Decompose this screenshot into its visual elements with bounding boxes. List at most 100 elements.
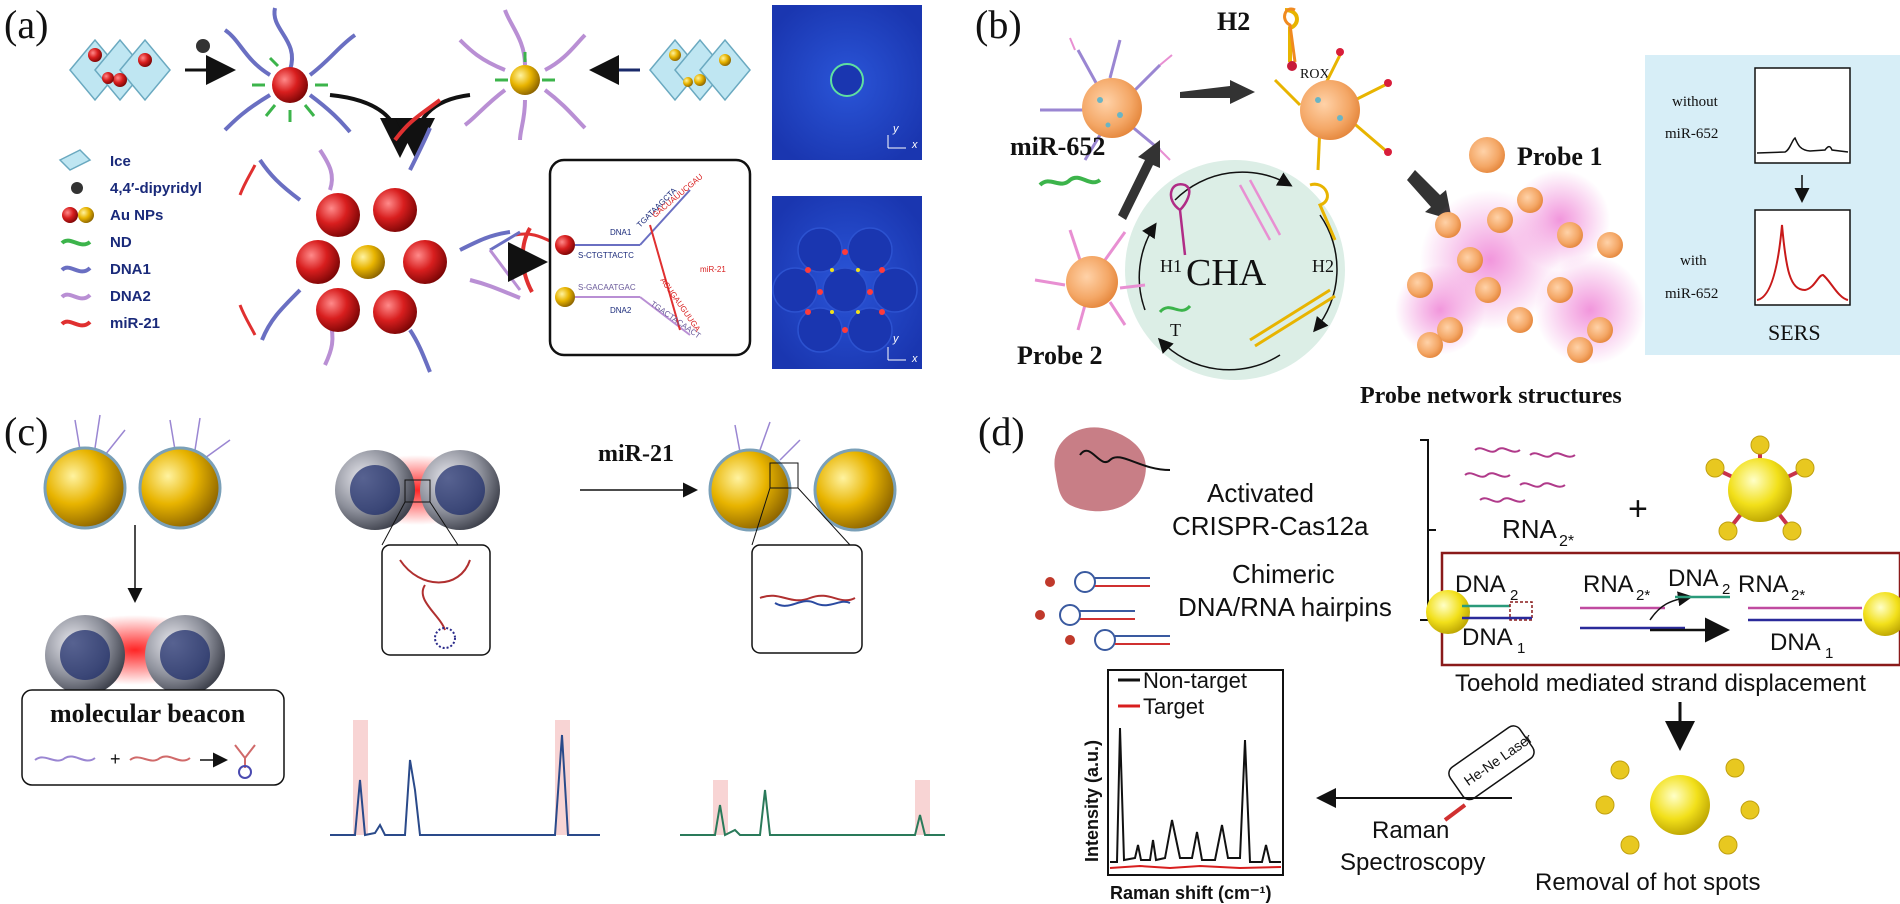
axis-y-bottom: y: [892, 333, 900, 345]
seq-s2: S-GACAATGAC: [578, 283, 636, 292]
dna1-right-sub: 1: [1825, 645, 1833, 662]
panel-c-label: (c): [4, 409, 48, 454]
panel-d: (d) Activated CRISPR-Cas12a Chimeric DNA…: [978, 409, 1900, 903]
dna1-left: DNA: [1462, 624, 1513, 651]
rox-label: ROX: [1300, 67, 1330, 82]
rna2-mid: RNA: [1583, 571, 1634, 598]
raman-plot: Non-target Target: [1107, 668, 1284, 876]
sers-mir-top: miR-652: [1665, 126, 1718, 142]
seq-dna1: DNA1: [610, 228, 632, 237]
grey-pair-left: [45, 615, 225, 695]
rna2-sub: 2*: [1559, 533, 1574, 550]
probe-upper-left: [1040, 37, 1173, 161]
red-np-dna1: [223, 7, 357, 134]
arrow-b2: [1118, 140, 1160, 220]
rna2-label: RNA: [1502, 514, 1558, 544]
arrow-a4: [395, 93, 471, 158]
panel-a: (a): [4, 2, 922, 373]
laser-icon: He-Ne Laser: [1443, 725, 1535, 822]
legend-aunps: Au NPs: [110, 207, 163, 224]
dna1-right: DNA: [1770, 629, 1821, 656]
gold-pair-top: [43, 414, 231, 530]
bracket-mir: [489, 230, 521, 252]
removal-label: Removal of hot spots: [1535, 869, 1760, 896]
legend-non-target: Non-target: [1143, 668, 1247, 693]
spectroscopy-label: Spectroscopy: [1340, 849, 1485, 876]
probe1-icon: [1469, 137, 1505, 173]
gold-np-dna2: [458, 9, 587, 141]
panel-a-label: (a): [4, 2, 48, 47]
activated-label: Activated: [1207, 478, 1314, 508]
sers-mir-bottom: miR-652: [1665, 286, 1718, 302]
sers-box: without miR-652 with miR-652 SERS: [1645, 55, 1900, 355]
legend-dna1: DNA1: [110, 261, 151, 278]
cas12a-icon: [1054, 427, 1171, 512]
beacon-label: molecular beacon: [50, 699, 246, 728]
seq-mir21: miR-21: [700, 265, 726, 274]
hairpins-icon: [1035, 571, 1170, 651]
arrow-b3: [1407, 170, 1452, 220]
axis-x-top: x: [911, 139, 918, 151]
axis-x-bottom: x: [911, 353, 918, 365]
legend-mir21: miR-21: [110, 315, 160, 332]
dna2-left: DNA: [1455, 571, 1506, 598]
dna2-mid-sub: 2: [1722, 581, 1730, 598]
field-map-top: y x: [772, 5, 922, 160]
mir21-strand-top: [393, 98, 442, 142]
rna2-right-sub: 2*: [1791, 587, 1805, 604]
sequence-box: DNA1 DNA2 miR-21 S-CTGTTACTC TGATAAGCTA …: [548, 158, 752, 357]
panel-b-label: (b): [975, 2, 1022, 47]
legend-dna2: DNA2: [110, 288, 151, 305]
xlabel-raman: Raman shift (cm⁻¹): [1110, 883, 1272, 903]
field-map-bottom: y x: [772, 196, 922, 369]
probe2: [1034, 229, 1146, 331]
cha-label: CHA: [1186, 252, 1267, 294]
mir21-label-c: miR-21: [598, 441, 674, 467]
panel-b: (b) H2 ROX: [975, 2, 1900, 409]
yellow-np-hotspots: [1705, 435, 1815, 541]
raman-label: Raman: [1372, 817, 1449, 844]
probe2-label: Probe 2: [1017, 341, 1102, 370]
ice-crystal-gold: [649, 38, 751, 102]
gold-pair-right: [708, 421, 897, 654]
hairpins-label: DNA/RNA hairpins: [1178, 592, 1392, 622]
ice-crystal-red: [69, 38, 171, 102]
dipyridyl-dot: [196, 39, 210, 53]
h2-top-label: H2: [1217, 7, 1250, 36]
rna2-squiggles: [1464, 447, 1576, 503]
chimeric-label: Chimeric: [1232, 559, 1335, 589]
mir652-strand: [1038, 175, 1102, 187]
seq-dna2: DNA2: [610, 306, 632, 315]
plus-d: +: [1628, 490, 1648, 528]
legend-nd: ND: [110, 234, 132, 251]
t-label: T: [1170, 320, 1181, 340]
seq-s1: S-CTGTTACTC: [578, 251, 634, 260]
legend-dipyridyl: 4,4′-dipyridyl: [110, 180, 202, 197]
crispr-label: CRISPR-Cas12a: [1172, 511, 1369, 541]
network-label: Probe network structures: [1360, 383, 1622, 409]
beacon-box: molecular beacon +: [21, 689, 285, 786]
spectrum-mid: [330, 720, 600, 837]
cha-cycle: CHA H1 H2 T: [1125, 160, 1345, 380]
probe-network: [1395, 170, 1645, 365]
h2-label: H2: [1312, 256, 1334, 276]
sers-label: SERS: [1768, 320, 1821, 345]
dna2-mid: DNA: [1668, 565, 1719, 592]
arrow-b1: [1180, 80, 1255, 104]
yellow-np-removed: [1595, 758, 1760, 855]
legend-a: Ice 4,4′-dipyridyl Au NPs ND DNA1 DNA2 m…: [58, 149, 202, 332]
rna2-mid-sub: 2*: [1636, 587, 1650, 604]
toehold-label: Toehold mediated strand displacement: [1455, 670, 1866, 697]
sers-with: with: [1680, 253, 1707, 269]
displacement-box: DNA 2 DNA 1 RNA 2* DNA 2 RNA 2* DNA 1: [1426, 551, 1900, 667]
np-assembly: [238, 127, 553, 373]
bracket-mir2: [488, 249, 522, 291]
grey-pair-mid: [335, 450, 500, 656]
h2-hairpin: [1283, 7, 1299, 71]
sers-without: without: [1672, 94, 1719, 110]
dna2-left-sub: 2: [1510, 587, 1518, 604]
rna2-right: RNA: [1738, 571, 1789, 598]
spectrum-right: [680, 780, 945, 837]
h1-label: H1: [1160, 256, 1182, 276]
ylabel-raman: Intensity (a.u.): [1082, 740, 1102, 862]
